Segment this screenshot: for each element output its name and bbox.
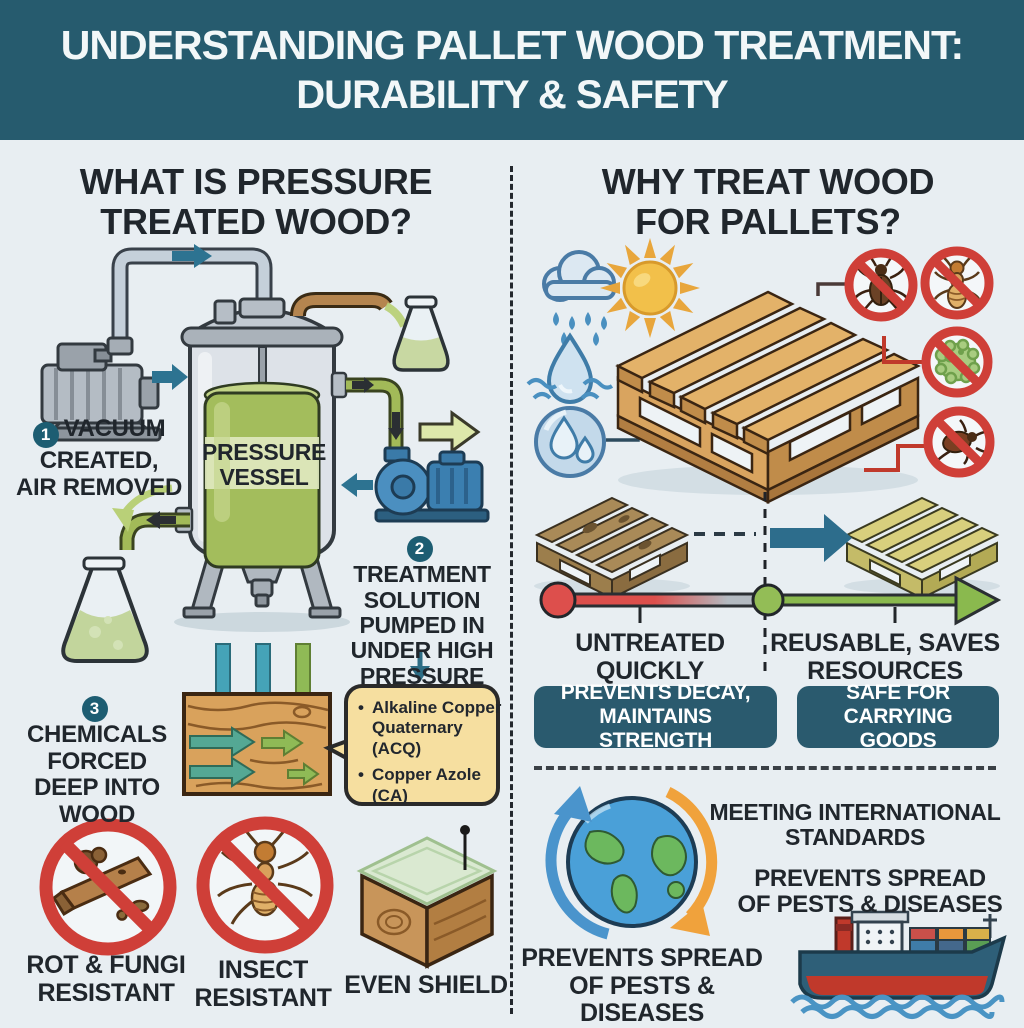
column-divider-dashed bbox=[510, 166, 513, 1014]
cargo-ship-icon bbox=[790, 910, 1007, 1019]
penetration-arrows bbox=[189, 726, 320, 788]
header-title-line2: DURABILITY & SAFETY bbox=[296, 72, 728, 117]
waves-icon bbox=[800, 1005, 995, 1019]
solution-pipe-left bbox=[112, 484, 190, 550]
outline-arrow-icon bbox=[418, 410, 481, 454]
water-drop-icon bbox=[526, 332, 614, 404]
right-column-title: WHY TREAT WOOD FOR PALLETS? bbox=[601, 161, 935, 242]
benefit-even-shield-label: EVEN SHIELD bbox=[344, 971, 508, 999]
flow-arrow-icon bbox=[172, 244, 212, 268]
even-shield-icon bbox=[356, 825, 498, 969]
pressure-vessel-icon bbox=[174, 297, 348, 569]
connector-line bbox=[864, 444, 926, 472]
no-termite-icon bbox=[920, 246, 994, 320]
sun-icon bbox=[600, 238, 700, 338]
no-beetle-icon bbox=[923, 406, 995, 478]
flow-arrow-icon bbox=[341, 473, 373, 497]
chemicals-callout-text: • Alkaline Copper Quaternary (ACQ) • Cop… bbox=[358, 698, 502, 812]
chemicals-callout-box bbox=[323, 684, 500, 806]
lifespan-timeline bbox=[539, 575, 1002, 626]
flow-arrow-icon bbox=[388, 412, 404, 440]
globe-caption-label: PREVENTS SPREAD OF PESTS & DISEASES bbox=[521, 944, 763, 1027]
connector-line bbox=[816, 282, 848, 296]
bullet-icon: • bbox=[358, 698, 364, 717]
cycle-arrow-orange-icon bbox=[665, 787, 718, 920]
insect-icon bbox=[196, 816, 334, 954]
timeline-left-label: UNTREATED QUICKLY bbox=[575, 629, 725, 685]
right-section-divider-dashed bbox=[534, 766, 996, 770]
benefit-box-decay: PREVENTS DECAY, MAINTAINS STRENGTH bbox=[534, 681, 777, 752]
vacuum-pump-icon bbox=[36, 336, 162, 442]
chemical-item: • Copper Azole (CA) bbox=[358, 765, 481, 805]
rain-cloud-icon bbox=[542, 250, 616, 346]
pressure-vessel-label: PRESSURE VESSEL bbox=[201, 439, 327, 491]
overflow-pipe bbox=[290, 292, 408, 328]
flask-icon bbox=[61, 556, 149, 663]
pallet-icon bbox=[615, 290, 921, 505]
flow-arrow-icon bbox=[152, 364, 188, 390]
header-title-line1: UNDERSTANDING PALLET WOOD TREATMENT: bbox=[60, 22, 964, 69]
benefit-rot-fungi-label: ROT & FUNGI RESISTANT bbox=[26, 951, 186, 1007]
waves-icon bbox=[790, 994, 1005, 1010]
flow-arrow-icon bbox=[352, 377, 374, 393]
timeline-right-label: REUSABLE, SAVES RESOURCES bbox=[770, 629, 1000, 685]
vessel-shadow bbox=[174, 612, 350, 632]
no-beetle-icon bbox=[844, 248, 918, 322]
down-arrow-icon bbox=[410, 650, 430, 682]
moisture-circle-icon bbox=[534, 406, 606, 478]
rot-fungi-icon bbox=[39, 818, 177, 956]
flow-arrow-icon bbox=[146, 511, 176, 529]
benefit-insect-label: INSECT RESISTANT bbox=[194, 956, 332, 1012]
step-2-number-badge: 2 bbox=[406, 536, 433, 563]
right-diagram bbox=[526, 238, 1007, 1019]
connector-line bbox=[882, 336, 924, 364]
flask-icon bbox=[392, 295, 450, 372]
treated-pallet-icon bbox=[844, 496, 1000, 600]
weathered-pallet-icon bbox=[534, 496, 690, 600]
step-3-number-badge: 3 bbox=[81, 696, 108, 723]
bullet-icon: • bbox=[358, 765, 364, 785]
cycle-arrow-blue-icon bbox=[545, 804, 610, 940]
left-diagram bbox=[36, 244, 500, 969]
step-3-label: 3CHEMICALS FORCED DEEP INTO WOOD bbox=[12, 690, 182, 828]
transform-arrow-icon bbox=[770, 514, 852, 562]
treatment-pump-icon bbox=[374, 446, 490, 523]
pests-diseases-label: PREVENTS SPREAD OF PESTS & DISEASES bbox=[737, 865, 1003, 919]
globe-icon bbox=[545, 786, 718, 940]
solution-pipe-right bbox=[346, 377, 404, 450]
no-fungus-icon bbox=[921, 326, 993, 398]
step-1-number-badge: 1 bbox=[32, 422, 59, 449]
benefit-box-safe: SAFE FOR CARRYING GOODS bbox=[797, 681, 999, 752]
left-column-title: WHAT IS PRESSURE TREATED WOOD? bbox=[79, 161, 433, 242]
vacuum-pipe bbox=[111, 244, 273, 352]
step-2-label: 2TREATMENT SOLUTION PUMPED IN UNDER HIGH… bbox=[338, 530, 506, 689]
header-banner: UNDERSTANDING PALLET WOOD TREATMENT: DUR… bbox=[0, 0, 1024, 140]
standards-label: MEETING INTERNATIONAL STANDARDS bbox=[709, 799, 1001, 851]
chemical-item: • Alkaline Copper Quaternary (ACQ) bbox=[358, 698, 502, 758]
